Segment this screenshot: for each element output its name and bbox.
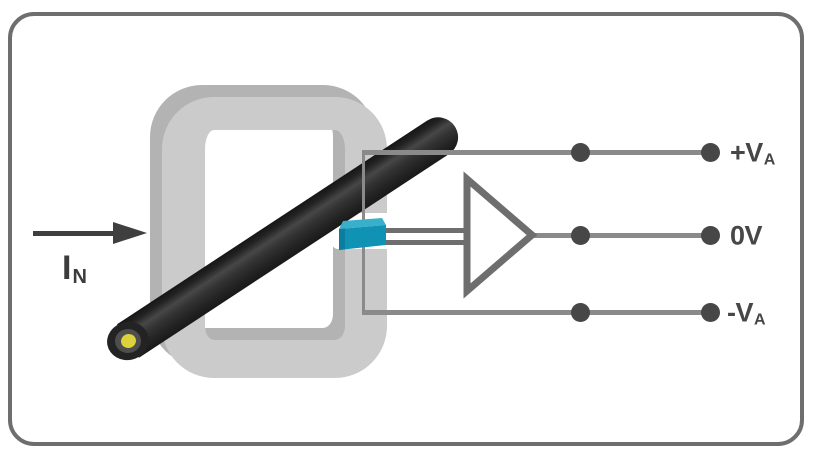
minus-va-line [362, 310, 712, 315]
terminal-dot-zero-v [701, 226, 720, 245]
terminal-label-main: -V [727, 297, 754, 328]
hall-sensor-side-face [339, 228, 345, 250]
terminal-label-main: +V [730, 137, 763, 168]
junction-dot-zero-v [571, 226, 590, 245]
terminal-label-sub: A [763, 151, 776, 169]
zero-v-line [528, 233, 712, 238]
terminal-label-main: 0V [730, 220, 763, 251]
terminal-label-zero-v: 0V [730, 221, 763, 252]
junction-dot-minus-va [571, 303, 590, 322]
amp-input-line-top [384, 228, 468, 233]
terminal-label-minus-va: -VA [727, 297, 766, 329]
hall-sensor-icon [339, 225, 386, 250]
current-label: IN [62, 249, 87, 288]
terminal-label-plus-va: +VA [730, 138, 775, 169]
junction-dot-plus-va [571, 143, 590, 162]
diagram-border [8, 12, 804, 446]
current-arrow-shaft [33, 231, 115, 236]
hall-sensor-top-face [339, 218, 386, 229]
terminal-dot-plus-va [701, 143, 720, 162]
current-label-sub: N [72, 266, 87, 288]
terminal-dot-minus-va [701, 303, 720, 322]
amplifier-icon [463, 171, 538, 299]
current-arrow-icon [113, 222, 147, 244]
current-label-main: I [62, 249, 72, 287]
plus-va-line [362, 150, 712, 155]
amp-input-line-bottom [384, 240, 468, 245]
terminal-label-sub: A [754, 311, 766, 329]
